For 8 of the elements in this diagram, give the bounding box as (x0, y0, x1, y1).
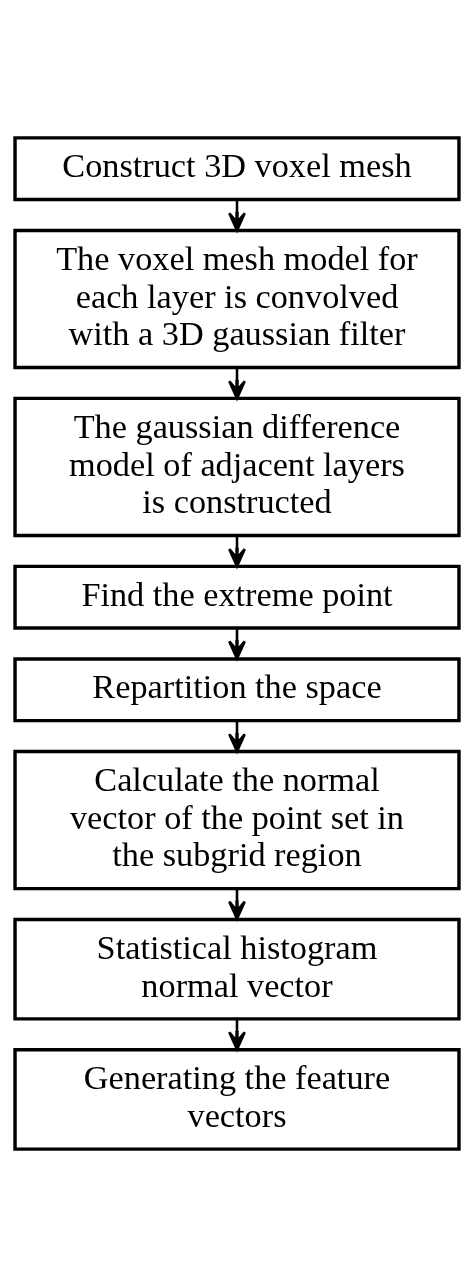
node-box: Generating the feature vectors (13, 1047, 461, 1151)
node-box: The voxel mesh model for each layer is convolved with a 3D gaussian filter (13, 228, 461, 369)
node-box: The gaussian difference model of adjacent layers is constructed (13, 396, 461, 537)
node-box: Calculate the normal vector of the point set in the subgrid region (13, 749, 461, 890)
node-box: Statistical histogram normal vector (13, 917, 461, 1021)
node-box: Find the extreme point (13, 564, 461, 630)
node-box: Construct 3D voxel mesh (13, 135, 461, 201)
node-box: Repartition the space (13, 656, 461, 722)
